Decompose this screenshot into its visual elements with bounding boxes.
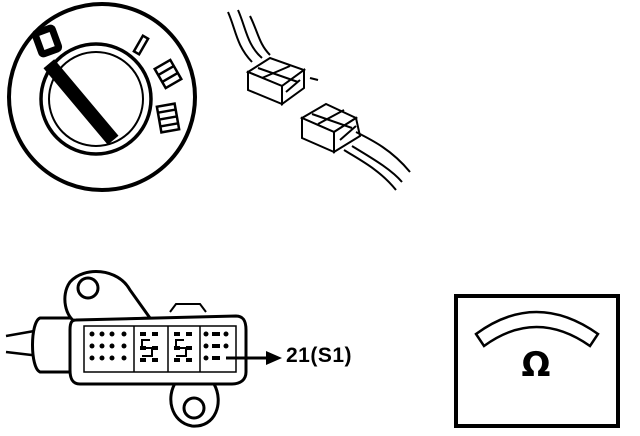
lower-plug xyxy=(299,102,362,154)
lower-mounting-hole xyxy=(182,396,206,420)
position-2-marker xyxy=(152,58,184,90)
upper-mounting-tab xyxy=(63,270,153,324)
position-1-marker xyxy=(132,33,150,57)
switch-knob-inner xyxy=(48,51,144,147)
pin-grid xyxy=(83,325,237,373)
lower-wire-3 xyxy=(355,131,411,173)
upper-wire-1 xyxy=(227,11,253,63)
pin-label: 21(S1) xyxy=(286,344,353,367)
position-0-marker xyxy=(31,24,63,58)
upper-plug xyxy=(245,56,319,106)
ohmmeter-scale xyxy=(474,310,600,348)
terminal-markings xyxy=(141,339,187,357)
lower-wire-2 xyxy=(351,145,403,183)
switch-connector-housing xyxy=(5,270,248,428)
upper-wire-2 xyxy=(237,9,263,59)
switch-knob-outer xyxy=(39,42,153,156)
upper-wire-3 xyxy=(249,15,271,56)
switch-knob-grip xyxy=(43,59,119,145)
ohm-icon: Ω xyxy=(521,345,551,385)
connector-pins xyxy=(89,331,229,362)
rotary-switch xyxy=(7,2,197,192)
position-3-marker xyxy=(155,102,181,134)
upper-mounting-hole xyxy=(76,276,100,300)
cable-sleeve xyxy=(31,316,80,374)
housing-latch xyxy=(169,303,207,313)
disconnected-connector xyxy=(227,9,411,191)
ohmmeter xyxy=(454,294,620,428)
lower-wire-1 xyxy=(343,149,397,191)
lower-mounting-tab xyxy=(169,380,220,428)
pin-arrow xyxy=(226,351,282,365)
